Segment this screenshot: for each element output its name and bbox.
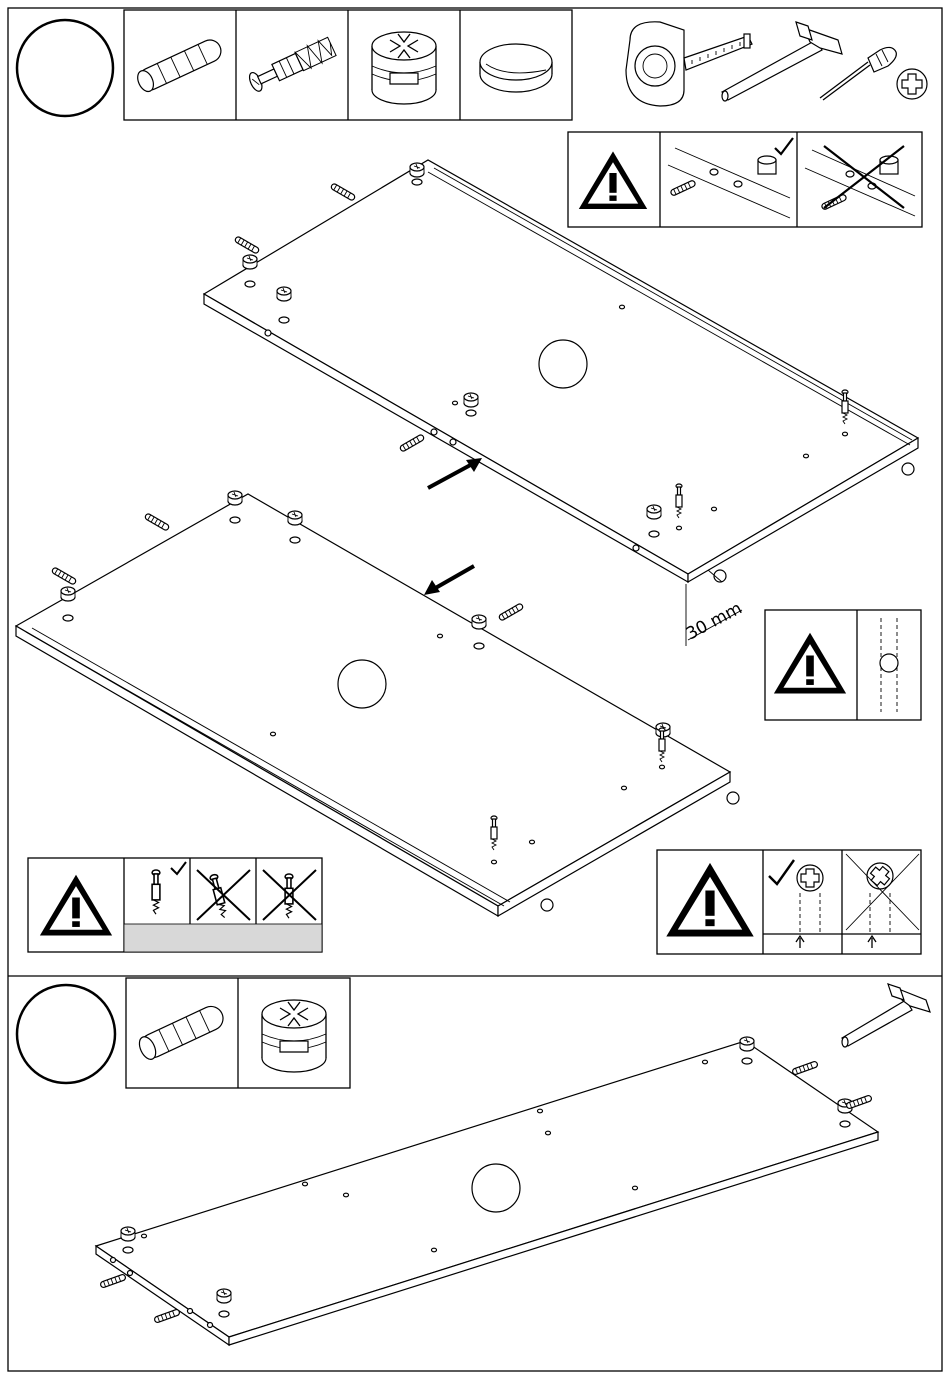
screw-depth-warning — [28, 858, 322, 952]
screw-correct-panel — [152, 870, 160, 914]
cam-placement-circle — [472, 1164, 520, 1212]
upper-panel — [204, 160, 918, 582]
insert-arrow-icon — [428, 462, 476, 488]
dimension-label: 30 mm — [683, 599, 746, 645]
step-1-number-circle — [17, 20, 113, 116]
step-2-panel — [96, 1037, 878, 1345]
wooden-dowel-icon — [136, 1003, 227, 1062]
dowel-wrong-panel — [805, 146, 915, 216]
warning-triangle-icon — [666, 863, 753, 937]
floor-hatch — [124, 924, 322, 952]
phillips-head-icon — [897, 69, 927, 99]
cam-lock-icon — [372, 32, 436, 104]
hammer-icon — [722, 22, 842, 101]
cam-orientation-warning — [657, 850, 921, 954]
cross-mark-icon — [824, 146, 904, 208]
warning-triangle-icon — [579, 151, 647, 209]
checkmark-icon — [775, 138, 793, 154]
screwdriver-icon — [820, 47, 896, 100]
dowel-insertion-warning — [568, 132, 922, 227]
cam-hole-alignment-warning — [765, 610, 921, 720]
adhesive-pad-icon — [480, 44, 552, 92]
step-1-tools — [626, 22, 927, 106]
step-2-parts-table — [126, 978, 350, 1088]
warning-triangle-icon — [774, 633, 846, 694]
step-1: 30 mm — [16, 10, 927, 954]
cam-bolt-screw-icon — [247, 36, 337, 94]
hammer-icon — [842, 984, 930, 1047]
step-2-number-circle — [17, 985, 115, 1083]
checkmark-icon — [769, 860, 794, 884]
wooden-dowel-icon — [135, 36, 225, 94]
step-2 — [17, 978, 930, 1345]
cam-placement-circle — [539, 340, 587, 388]
dowel-correct-panel — [668, 138, 793, 218]
dimension-annotation: 30 mm — [683, 570, 746, 646]
cam-placement-circle — [338, 660, 386, 708]
step-1-parts-table — [124, 10, 572, 120]
insert-arrow-icon — [432, 566, 474, 590]
cam-lock-icon — [262, 1000, 326, 1072]
lower-panel — [16, 491, 739, 916]
warning-triangle-icon — [40, 875, 112, 936]
